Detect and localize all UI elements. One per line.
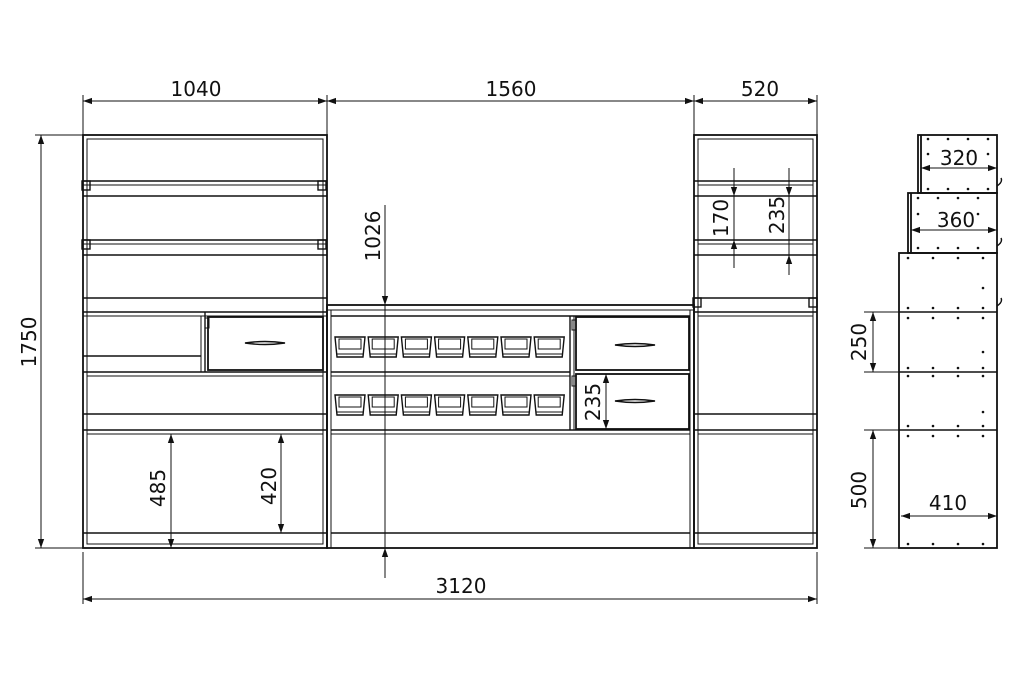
- fastener-dot: [956, 306, 960, 310]
- dim-middle-drawer-height: 235: [581, 383, 605, 421]
- storage-bin[interactable]: [400, 336, 433, 358]
- storage-bin[interactable]: [500, 394, 532, 416]
- storage-bin[interactable]: [367, 336, 399, 358]
- fastener-dot: [931, 316, 935, 320]
- storage-bin[interactable]: [467, 394, 499, 416]
- dim-right-shelf-pitch: 235: [765, 196, 789, 234]
- side-view: 320 360 410 250 500: [847, 134, 1003, 549]
- fastener-dot: [956, 434, 960, 438]
- fastener-dot: [916, 196, 920, 200]
- dim-overall-width: 3120: [436, 574, 487, 598]
- storage-bin[interactable]: [533, 336, 565, 358]
- dim-overall-height: 1750: [17, 317, 41, 368]
- fastener-dot: [981, 410, 985, 414]
- fastener-dot: [956, 246, 960, 250]
- middle-section: [326, 304, 695, 549]
- fastener-dot: [906, 366, 910, 370]
- fastener-dot: [931, 542, 935, 546]
- fastener-dot: [926, 137, 930, 141]
- fastener-dot: [936, 246, 940, 250]
- storage-bin[interactable]: [367, 394, 399, 416]
- fastener-dot: [981, 542, 985, 546]
- fastener-dot: [981, 434, 985, 438]
- dim-mid-depth: 360: [937, 208, 975, 232]
- storage-bin[interactable]: [334, 394, 366, 416]
- front-view: 1040 1560 520 3120 1750 1026 485 420: [17, 77, 818, 604]
- fastener-dot: [906, 424, 910, 428]
- storage-bin[interactable]: [500, 336, 532, 358]
- dim-right-width: 520: [741, 77, 779, 101]
- fastener-dot: [906, 306, 910, 310]
- left-drawer[interactable]: [207, 316, 324, 371]
- storage-bin[interactable]: [433, 336, 466, 358]
- fastener-dot: [916, 212, 920, 216]
- fastener-dot: [931, 374, 935, 378]
- dim-base-depth: 410: [929, 491, 967, 515]
- dim-middle-width: 1560: [486, 77, 537, 101]
- fastener-dot: [986, 187, 990, 191]
- middle-drawer-bottom[interactable]: [575, 373, 690, 430]
- fastener-dot: [956, 374, 960, 378]
- fastener-dot: [926, 152, 930, 156]
- fastener-dot: [981, 350, 985, 354]
- fastener-dot: [981, 286, 985, 290]
- right-section: [692, 134, 818, 549]
- fastener-dot: [981, 424, 985, 428]
- fastener-dot: [906, 256, 910, 260]
- storage-bin[interactable]: [334, 336, 366, 358]
- dim-left-lower-outer: 485: [146, 469, 170, 507]
- fastener-dot: [916, 246, 920, 250]
- fastener-dot: [956, 424, 960, 428]
- fastener-dot: [931, 434, 935, 438]
- fastener-dot: [906, 374, 910, 378]
- dim-base-height: 500: [847, 471, 871, 509]
- storage-bin[interactable]: [400, 394, 433, 416]
- fastener-dot: [946, 137, 950, 141]
- fastener-dot: [986, 152, 990, 156]
- dim-left-width: 1040: [171, 77, 222, 101]
- fastener-dot: [981, 374, 985, 378]
- fastener-dot: [981, 366, 985, 370]
- dim-left-lower-inner: 420: [257, 467, 281, 505]
- fastener-dot: [976, 246, 980, 250]
- left-section: [81, 134, 328, 549]
- middle-drawer-top[interactable]: [575, 316, 690, 371]
- fastener-dot: [981, 306, 985, 310]
- fastener-dot: [931, 306, 935, 310]
- storage-bin[interactable]: [467, 336, 499, 358]
- fastener-dot: [946, 187, 950, 191]
- fastener-dot: [966, 152, 970, 156]
- fastener-dot: [931, 424, 935, 428]
- fastener-dot: [906, 434, 910, 438]
- storage-bin[interactable]: [533, 394, 565, 416]
- fastener-dot: [931, 256, 935, 260]
- fastener-dot: [966, 137, 970, 141]
- storage-bin[interactable]: [433, 394, 466, 416]
- fastener-dot: [966, 187, 970, 191]
- fastener-dot: [976, 196, 980, 200]
- fastener-dot: [956, 316, 960, 320]
- bin-rows: [334, 336, 565, 416]
- dim-drawer-zone-height: 250: [847, 323, 871, 361]
- side-fastener-dots: [906, 137, 990, 546]
- fastener-dot: [956, 366, 960, 370]
- fastener-dot: [906, 542, 910, 546]
- fastener-dot: [976, 212, 980, 216]
- front-dimensions: 1040 1560 520 3120 1750 1026 485 420: [17, 77, 818, 604]
- fastener-dot: [931, 366, 935, 370]
- fastener-dot: [956, 256, 960, 260]
- fastener-dot: [956, 542, 960, 546]
- fastener-dot: [936, 196, 940, 200]
- fastener-dot: [926, 187, 930, 191]
- fastener-dot: [981, 256, 985, 260]
- dim-right-shelf-gap: 170: [709, 199, 733, 237]
- dim-middle-height: 1026: [361, 211, 385, 262]
- fastener-dot: [906, 316, 910, 320]
- fastener-dot: [986, 137, 990, 141]
- dim-top-depth: 320: [940, 146, 978, 170]
- fastener-dot: [956, 196, 960, 200]
- fastener-dot: [981, 316, 985, 320]
